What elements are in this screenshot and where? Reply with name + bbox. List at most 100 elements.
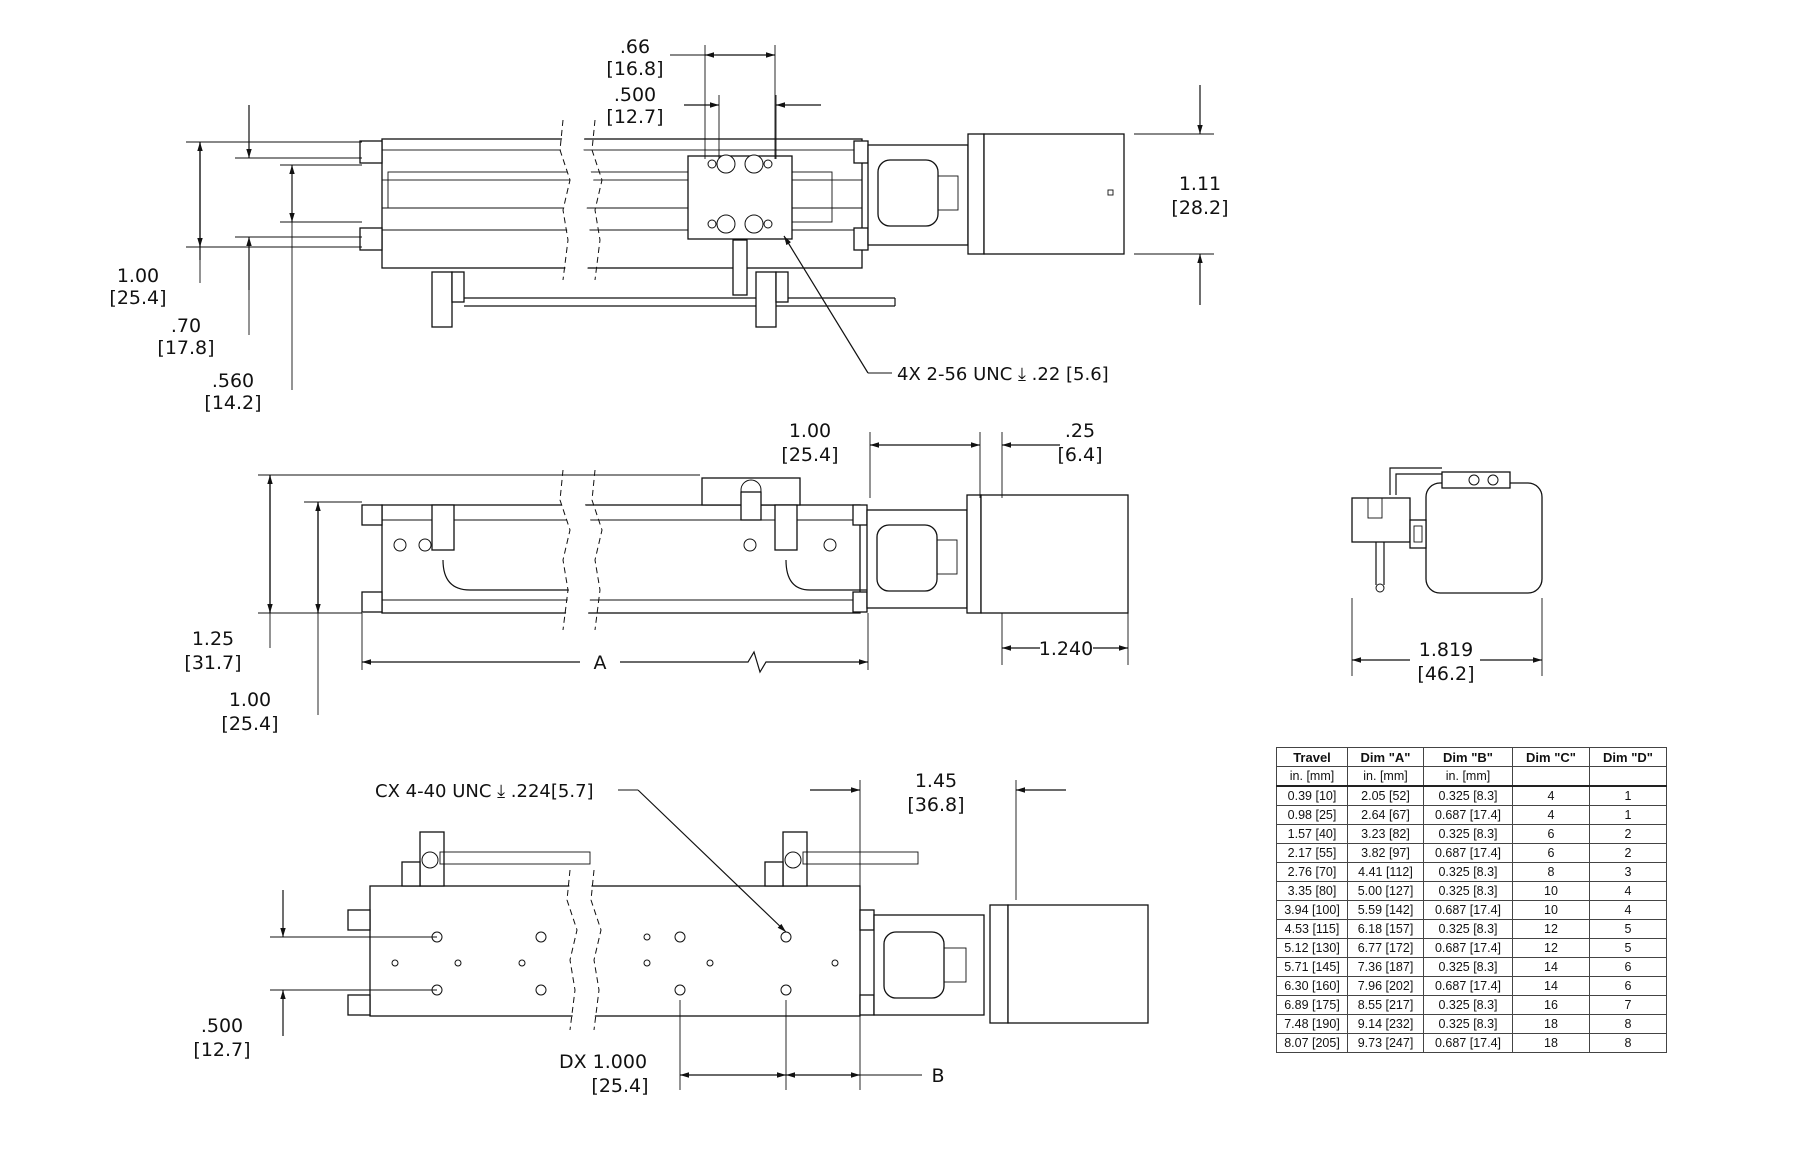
- dim-066: .66: [620, 36, 650, 58]
- table-cell: 18: [1512, 1014, 1590, 1034]
- table-cell: 3.23 [82]: [1347, 824, 1424, 844]
- dim-side-100: 1.00: [789, 420, 831, 442]
- dim-066-mm: [16.8]: [606, 58, 663, 80]
- dim-top-070: .70: [171, 315, 201, 337]
- table-cell: 0.325 [8.3]: [1423, 919, 1513, 939]
- table-cell: 3: [1589, 862, 1667, 882]
- table-cell: 5.71 [145]: [1276, 957, 1348, 977]
- col-travel: Travel: [1276, 747, 1348, 767]
- dim-side-100b: 1.00: [229, 689, 271, 711]
- table-cell: 5.00 [127]: [1347, 881, 1424, 901]
- table-cell: 4: [1589, 881, 1667, 901]
- dim-top-070-mm: [17.8]: [157, 337, 214, 359]
- dim-111-mm: [28.2]: [1171, 197, 1228, 219]
- table-cell: 7.48 [190]: [1276, 1014, 1348, 1034]
- table-cell: 6: [1589, 957, 1667, 977]
- callout-cx-440: CX 4-40 UNC ⤓ .224[5.7]: [375, 781, 594, 802]
- table-cell: 5.59 [142]: [1347, 900, 1424, 920]
- table-cell: 14: [1512, 957, 1590, 977]
- table-cell: 3.94 [100]: [1276, 900, 1348, 920]
- table-cell: 8.07 [205]: [1276, 1033, 1348, 1053]
- table-cell: 5.12 [130]: [1276, 938, 1348, 958]
- dim-111: 1.11: [1179, 173, 1221, 195]
- table-cell: 2.05 [52]: [1347, 785, 1424, 806]
- table-cell: 10: [1512, 900, 1590, 920]
- table-cell: 0.687 [17.4]: [1423, 843, 1513, 863]
- table-cell: 0.98 [25]: [1276, 805, 1348, 825]
- table-cell: 2: [1589, 843, 1667, 863]
- dim-end-1819: 1.819: [1419, 639, 1473, 661]
- col-dim-c: Dim "C": [1512, 747, 1590, 767]
- table-cell: 0.325 [8.3]: [1423, 881, 1513, 901]
- callout-4x-256: 4X 2-56 UNC ⤓ .22 [5.6]: [897, 364, 1109, 385]
- table-cell: 4: [1512, 785, 1590, 806]
- table-cell: 3.82 [97]: [1347, 843, 1424, 863]
- table-cell: 5: [1589, 938, 1667, 958]
- dim-0500: .500: [614, 84, 656, 106]
- table-cell: 8.55 [217]: [1347, 995, 1424, 1015]
- dim-end-1819-mm: [46.2]: [1417, 663, 1474, 685]
- table-cell: 0.325 [8.3]: [1423, 862, 1513, 882]
- table-cell: 6.18 [157]: [1347, 919, 1424, 939]
- table-cell: 9.14 [232]: [1347, 1014, 1424, 1034]
- table-cell: 7.96 [202]: [1347, 976, 1424, 996]
- table-cell: 18: [1512, 1033, 1590, 1053]
- travel-dimension-table: Travel Dim "A" Dim "B" Dim "C" Dim "D" i…: [1276, 747, 1667, 1053]
- table-cell: 12: [1512, 938, 1590, 958]
- table-cell: 6: [1512, 843, 1590, 863]
- table-cell: 2.64 [67]: [1347, 805, 1424, 825]
- bottom-view: CX 4-40 UNC ⤓ .224[5.7] 1.45 [36.8] .500…: [193, 770, 1149, 1097]
- table-cell: 12: [1512, 919, 1590, 939]
- table-cell: 0.325 [8.3]: [1423, 995, 1513, 1015]
- dim-bottom-145-mm: [36.8]: [907, 794, 964, 816]
- table-units-row: in. [mm] in. [mm] in. [mm]: [1276, 766, 1667, 787]
- dim-top-0560: .560: [212, 370, 254, 392]
- table-cell: 9.73 [247]: [1347, 1033, 1424, 1053]
- dim-side-025: .25: [1065, 420, 1095, 442]
- top-carriage: [687, 155, 793, 240]
- table-cell: 0.325 [8.3]: [1423, 785, 1513, 806]
- units-cell: in. [mm]: [1423, 766, 1513, 787]
- table-cell: 6: [1512, 824, 1590, 844]
- table-cell: 3.35 [80]: [1276, 881, 1348, 901]
- dim-bottom-dx: DX 1.000: [559, 1051, 647, 1073]
- dim-side-1240: 1.240: [1039, 638, 1093, 660]
- dim-side-025-mm: [6.4]: [1057, 444, 1102, 466]
- table-cell: 10: [1512, 881, 1590, 901]
- dim-top-0560-mm: [14.2]: [204, 392, 261, 414]
- dim-side-125-mm: [31.7]: [184, 652, 241, 674]
- table-cell: 0.687 [17.4]: [1423, 1033, 1513, 1053]
- table-cell: 0.39 [10]: [1276, 785, 1348, 806]
- table-cell: 0.687 [17.4]: [1423, 938, 1513, 958]
- table-cell: 8: [1512, 862, 1590, 882]
- dim-bottom-dx-mm: [25.4]: [591, 1075, 648, 1097]
- table-cell: 5: [1589, 919, 1667, 939]
- dim-A: A: [594, 652, 607, 674]
- table-cell: 0.325 [8.3]: [1423, 957, 1513, 977]
- table-cell: 2: [1589, 824, 1667, 844]
- dim-side-100-mm: [25.4]: [781, 444, 838, 466]
- dim-bottom-0500-mm: [12.7]: [193, 1039, 250, 1061]
- dim-top-100-mm: [25.4]: [109, 287, 166, 309]
- units-cell: [1512, 766, 1590, 787]
- col-dim-d: Dim "D": [1589, 747, 1667, 767]
- units-cell: in. [mm]: [1347, 766, 1424, 787]
- top-motor: [983, 133, 1125, 255]
- table-cell: 7: [1589, 995, 1667, 1015]
- table-cell: 0.687 [17.4]: [1423, 900, 1513, 920]
- bottom-hole-pattern: [391, 931, 839, 996]
- units-cell: in. [mm]: [1276, 766, 1348, 787]
- table-cell: 6.77 [172]: [1347, 938, 1424, 958]
- side-motor: [980, 494, 1129, 614]
